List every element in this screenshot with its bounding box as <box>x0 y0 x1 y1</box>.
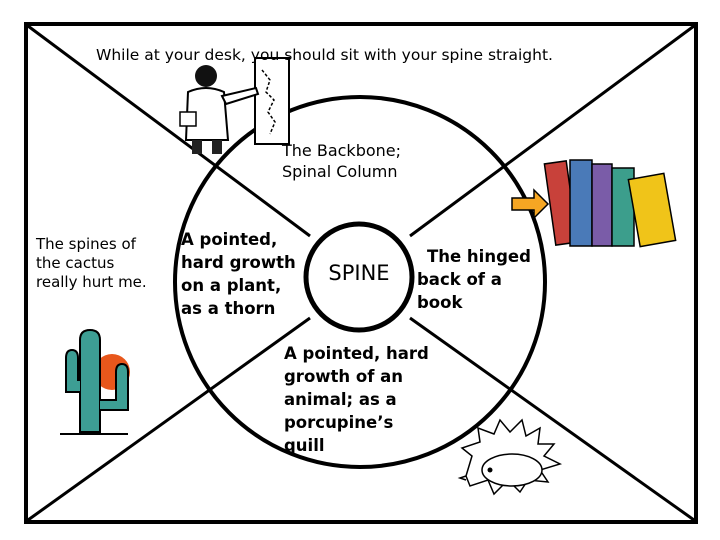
backbone-definition: The Backbone; Spinal Column <box>282 140 442 182</box>
backbone-definition-line: The Backbone; <box>282 141 402 160</box>
cactus-icon <box>60 328 130 435</box>
plant-definition-line: A pointed, <box>181 230 278 249</box>
animal-definition-line: quill <box>284 436 325 455</box>
plant-definition-line: hard growth <box>181 253 296 272</box>
animal-definition-line: porcupine’s <box>284 413 394 432</box>
spine-sentence-example: While at your desk, you should sit with … <box>96 46 553 64</box>
book-definition: The hinged back of a book <box>417 245 547 314</box>
plant-definition-line: as a thorn <box>181 299 276 318</box>
cactus-sentence-line: the cactus <box>36 254 115 272</box>
diagonal-line-bottom-right <box>409 316 695 522</box>
doctor-chart-icon <box>179 57 290 154</box>
book-definition-line: The hinged <box>427 247 531 266</box>
cactus-sentence-example: The spines of the cactus really hurt me. <box>36 235 176 292</box>
backbone-definition-line: Spinal Column <box>282 162 398 181</box>
diagonal-line-top-right <box>409 24 695 238</box>
books-icon <box>511 159 677 248</box>
animal-definition-line: animal; as a <box>284 390 397 409</box>
book-definition-line: back of a <box>417 270 502 289</box>
animal-definition-line: A pointed, hard <box>284 344 429 363</box>
outer-circle <box>173 95 547 469</box>
plant-definition: A pointed, hard growth on a plant, as a … <box>181 228 321 320</box>
center-circle <box>303 221 415 333</box>
animal-definition: A pointed, hard growth of an animal; as … <box>284 342 454 457</box>
cactus-sentence-line: really hurt me. <box>36 273 147 291</box>
book-definition-line: book <box>417 293 463 312</box>
plant-definition-line: on a plant, <box>181 276 282 295</box>
porcupine-icon <box>457 418 563 496</box>
animal-definition-line: growth of an <box>284 367 404 386</box>
diagonal-line-top-left <box>27 24 311 238</box>
outer-border <box>24 22 698 524</box>
center-word: SPINE <box>328 261 390 285</box>
cactus-sentence-line: The spines of <box>36 235 136 253</box>
diagonal-line-bottom-left <box>27 316 311 522</box>
